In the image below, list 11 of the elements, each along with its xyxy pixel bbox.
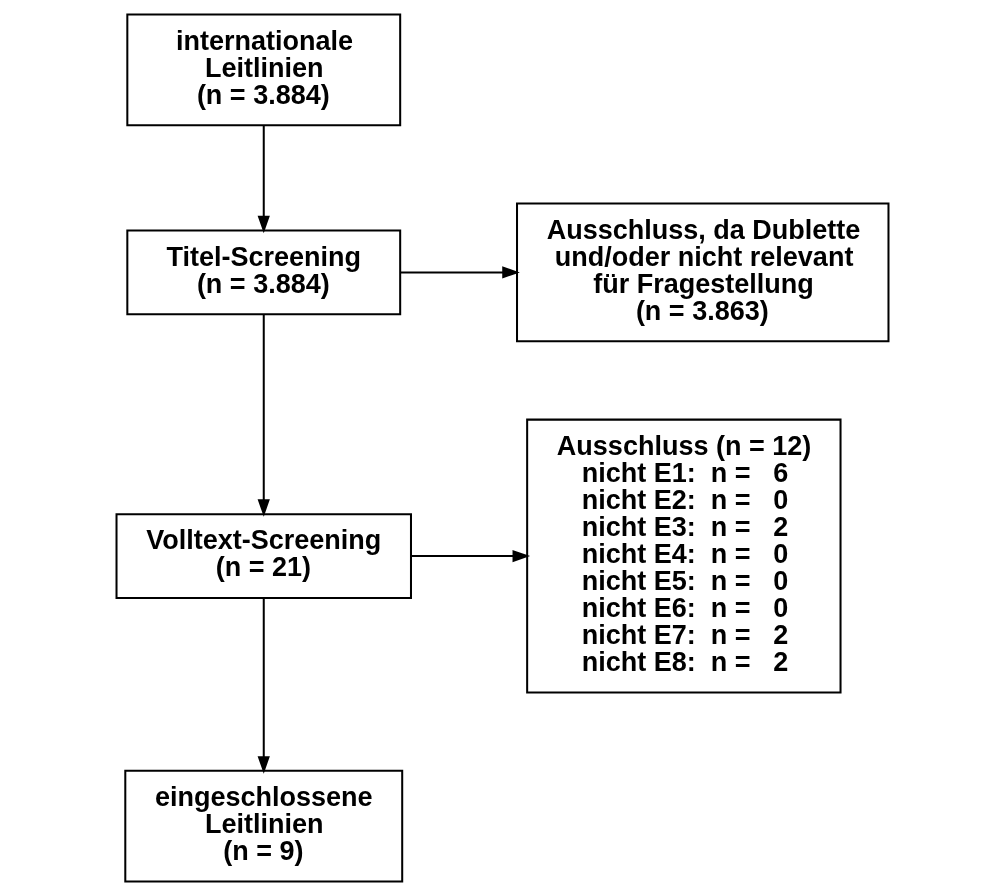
node-box: internationale Leitlinien (n = 3.884) bbox=[126, 12, 402, 126]
arrow bbox=[411, 549, 531, 562]
arrow bbox=[257, 597, 270, 774]
node-box: eingeschlossene Leitlinien (n = 9) bbox=[124, 769, 404, 883]
node-box: Ausschluss, da Dublette und/oder nicht relevant für Fragestellung (n = 3.863) bbox=[516, 202, 890, 342]
node-box: Ausschluss (n = 12) nicht E1: n = 6 nicht E2: n = 0 nicht E3: n = 2 nicht E4: n = 0 nicht E5: n = 0 nicht E6: n = 0 nicht E7: n = 2 nicht E8: n = 2 bbox=[526, 418, 842, 693]
arrow bbox=[257, 125, 270, 233]
arrow bbox=[257, 314, 270, 517]
node-box: Titel-Screening (n = 3.884) bbox=[126, 229, 402, 315]
arrow bbox=[400, 265, 520, 279]
node-box: Volltext-Screening (n = 21) bbox=[115, 512, 412, 599]
